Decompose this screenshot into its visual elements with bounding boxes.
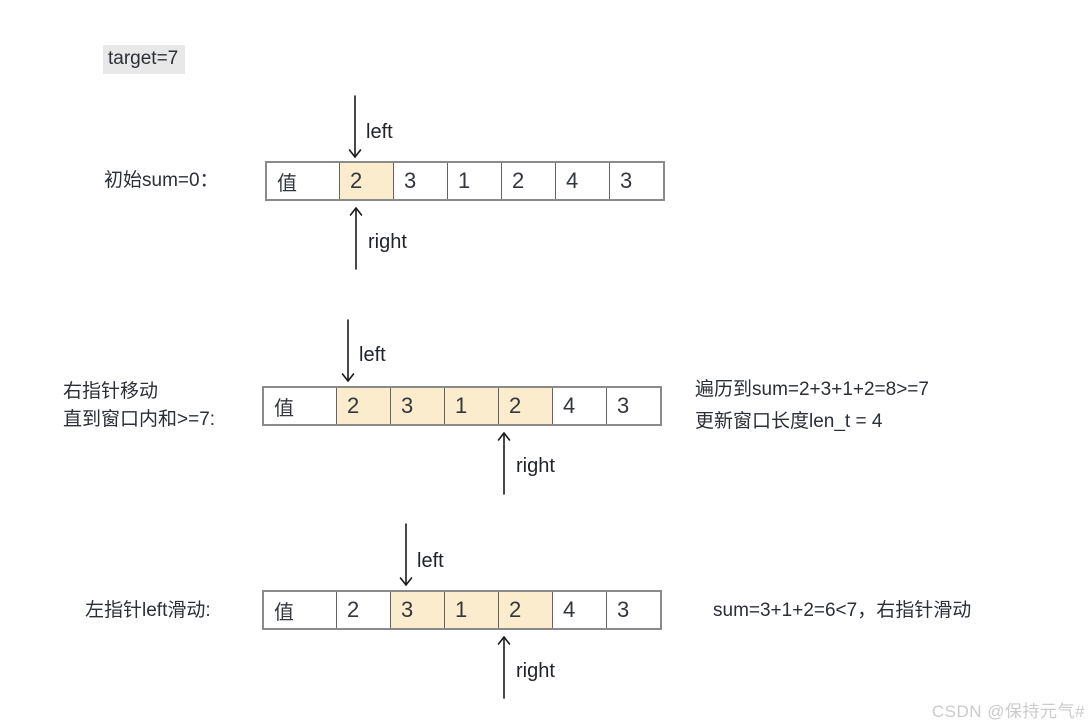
array-header-cell: 值	[274, 397, 294, 420]
array-cell: 2	[498, 592, 552, 628]
array-cell: 2	[501, 163, 555, 199]
array-cell: 3	[606, 388, 660, 424]
array-cell: 3	[609, 163, 663, 199]
value-array-shrunk: 值 2 3 1 2 4 3	[262, 590, 662, 630]
array-cell: 4	[555, 163, 609, 199]
stage-initial-label: 初始sum=0：	[104, 170, 219, 191]
stage-note-line-1: 遍历到sum=2+3+1+2=8>=7	[695, 379, 929, 400]
array-cell: 2	[336, 592, 390, 628]
array-cell: 3	[390, 388, 444, 424]
right-pointer-up-arrow-icon	[349, 207, 363, 270]
array-header-cell: 值	[277, 172, 297, 195]
stage-note-line-2: 更新窗口长度len_t = 4	[695, 411, 883, 432]
stage-label-line-1: 右指针移动	[63, 381, 159, 402]
target-value-badge: target=7	[103, 45, 186, 74]
array-cell: 1	[447, 163, 501, 199]
left-pointer-label: left	[366, 121, 393, 143]
stage-note: sum=3+1+2=6<7，右指针滑动	[713, 600, 972, 621]
value-array-expanded: 值 2 3 1 2 4 3	[262, 386, 662, 426]
array-cell: 2	[339, 163, 393, 199]
value-array-initial: 值 2 3 1 2 4 3	[265, 161, 665, 201]
array-header-cell: 值	[274, 601, 294, 624]
array-cell: 3	[393, 163, 447, 199]
array-cell: 2	[336, 388, 390, 424]
left-pointer-down-arrow-icon	[348, 95, 362, 158]
array-cell: 4	[552, 388, 606, 424]
array-cell: 1	[444, 388, 498, 424]
array-cell: 3	[606, 592, 660, 628]
stage-label-line-2: 直到窗口内和>=7:	[63, 409, 216, 430]
right-pointer-up-arrow-icon	[497, 432, 511, 495]
right-pointer-label: right	[368, 231, 407, 253]
array-cell: 2	[498, 388, 552, 424]
right-pointer-label: right	[516, 660, 555, 682]
left-pointer-label: left	[417, 550, 444, 572]
left-pointer-label: left	[359, 344, 386, 366]
array-cell: 4	[552, 592, 606, 628]
left-pointer-down-arrow-icon	[399, 523, 413, 586]
array-cell: 1	[444, 592, 498, 628]
right-pointer-label: right	[516, 455, 555, 477]
csdn-watermark: CSDN @保持元气#	[931, 702, 1085, 721]
stage-label: 左指针left滑动:	[85, 600, 211, 621]
array-cell: 3	[390, 592, 444, 628]
right-pointer-up-arrow-icon	[497, 636, 511, 699]
left-pointer-down-arrow-icon	[341, 319, 355, 382]
